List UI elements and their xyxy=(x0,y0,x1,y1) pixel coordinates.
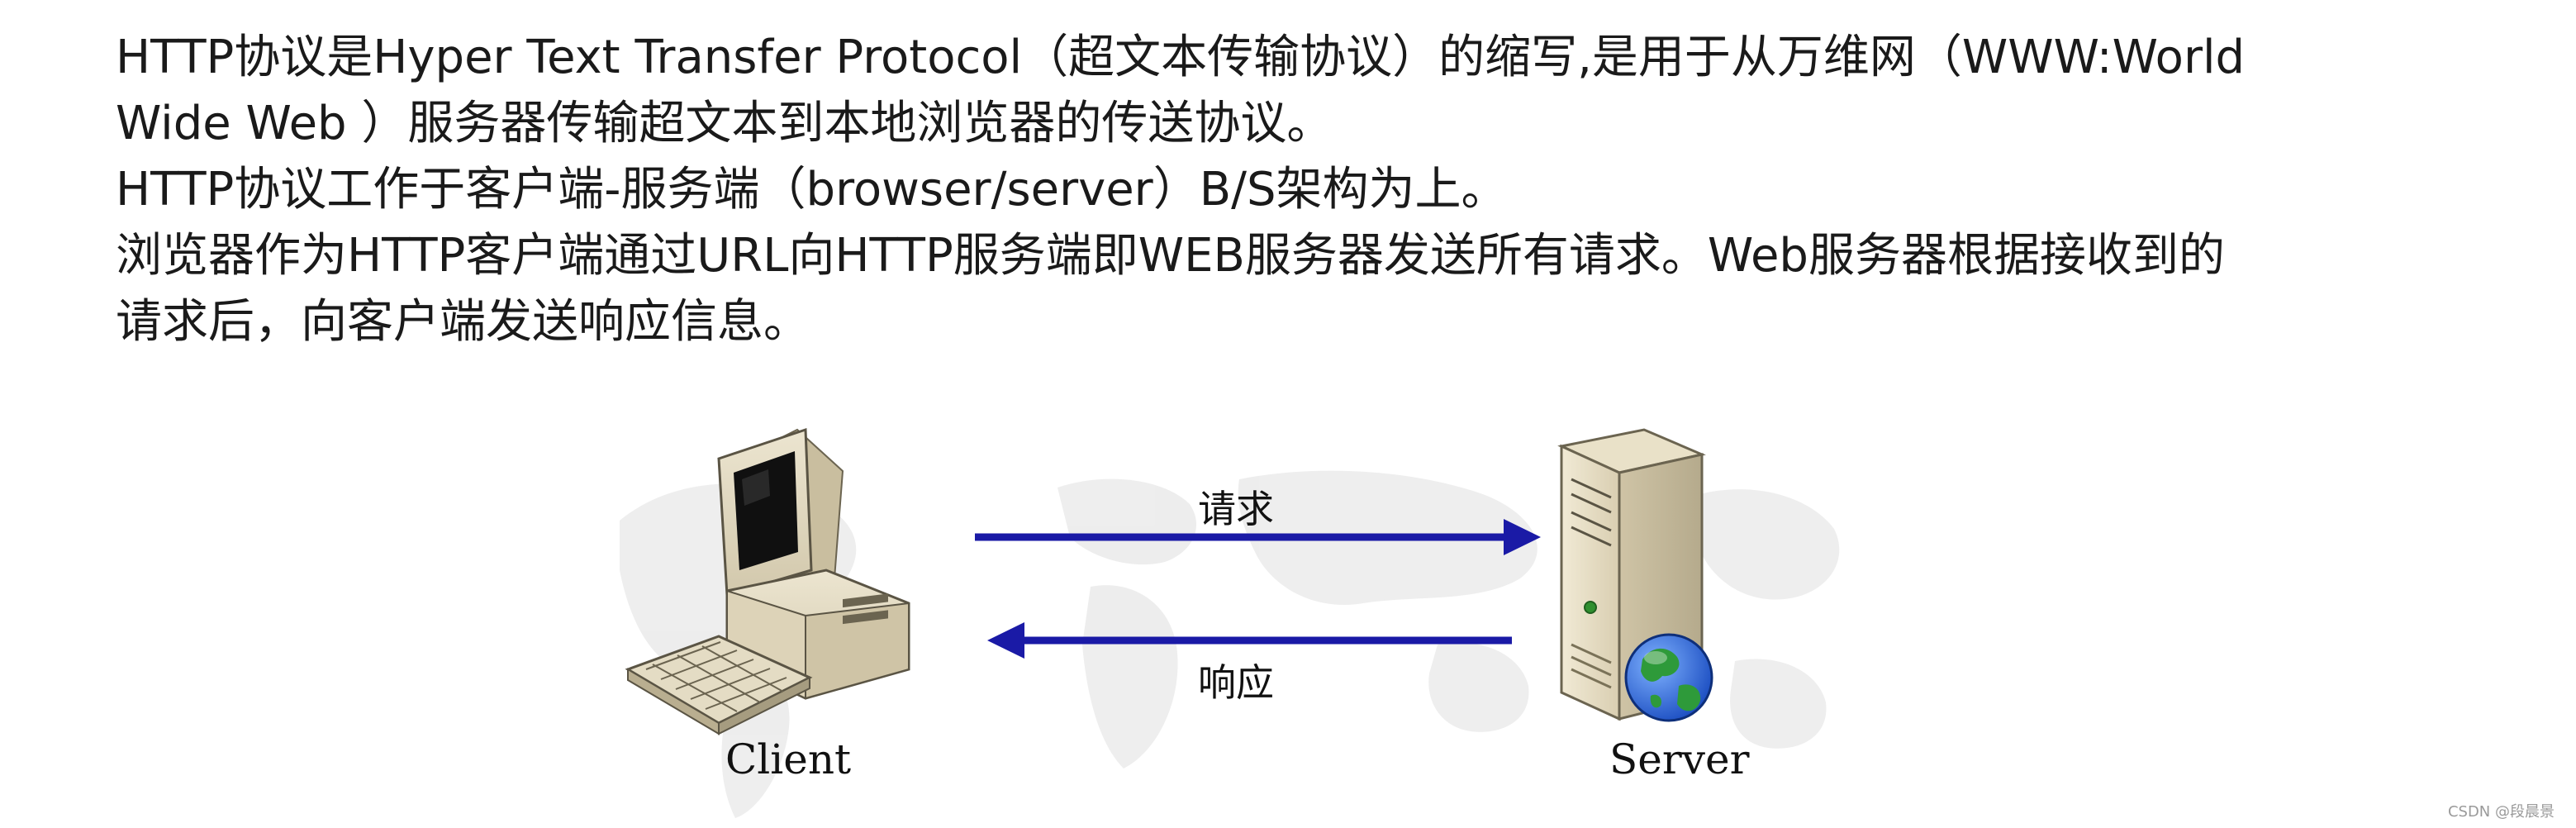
watermark: CSDN @段晨景 xyxy=(2447,803,2555,821)
globe-icon xyxy=(1624,633,1713,722)
request-label: 请求 xyxy=(1198,487,1274,531)
server-label: Server xyxy=(1609,735,1750,783)
paragraph-line-4: 浏览器作为HTTP客户端通过URL向HTTP服务端即WEB服务器发送所有请求。W… xyxy=(116,229,2225,283)
client-server-diagram: 请求 响应 Client Server xyxy=(595,397,1884,826)
request-arrow xyxy=(975,519,1541,555)
response-arrow xyxy=(987,622,1512,659)
paragraph-line-5: 请求后，向客户端发送响应信息。 xyxy=(116,295,810,349)
description-text: HTTP协议是Hyper Text Transfer Protocol（超文本传… xyxy=(116,25,2512,355)
computer-icon xyxy=(625,427,910,735)
paragraph-line-1: HTTP协议是Hyper Text Transfer Protocol（超文本传… xyxy=(116,31,2246,84)
paragraph-line-3: HTTP协议工作于客户端-服务端（browser/server）B/S架构为上。 xyxy=(116,163,1508,217)
paragraph-line-2: Wide Web ）服务器传输超文本到本地浏览器的传送协议。 xyxy=(116,97,1333,150)
response-label: 响应 xyxy=(1198,660,1274,705)
client-label: Client xyxy=(725,735,852,783)
